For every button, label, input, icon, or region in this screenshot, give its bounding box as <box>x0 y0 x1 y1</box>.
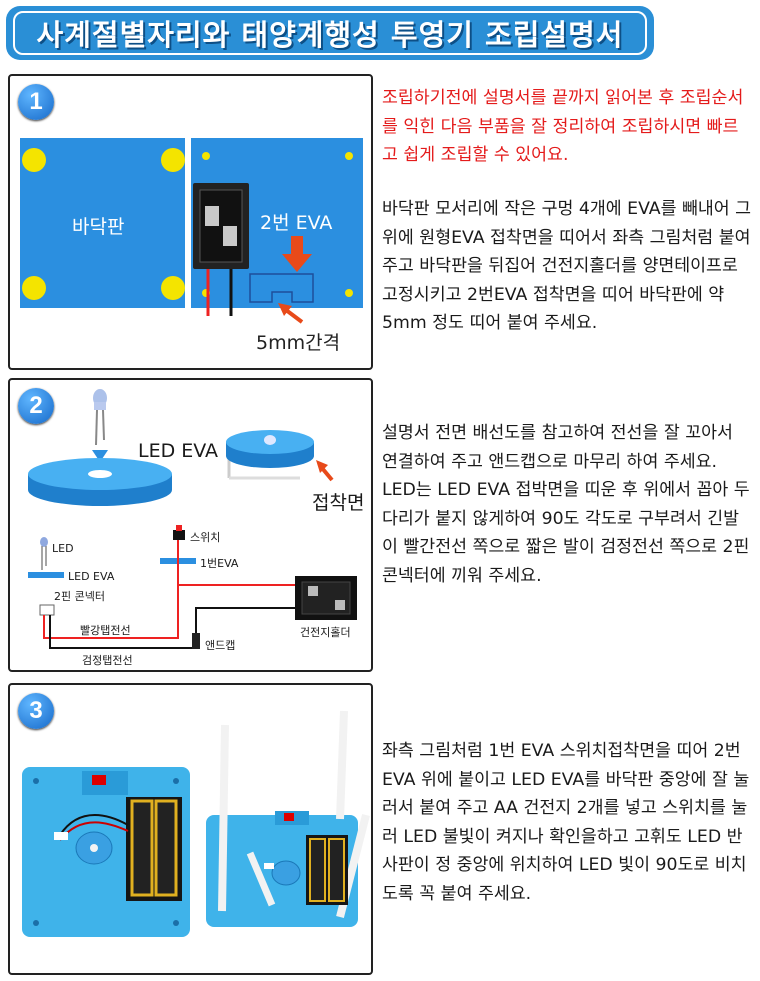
label-red-wire: 빨강탭전선 <box>80 624 131 637</box>
small-hole-tr <box>345 152 353 160</box>
base-plate <box>20 138 185 308</box>
label-switch: 스위치 <box>190 531 221 544</box>
step1-warning-text: 조립하기전에 설명서를 끝까지 읽어본 후 조립순서를 익힌 다음 부품을 잘 … <box>382 88 744 165</box>
label-end-cap: 앤드캡 <box>205 639 236 652</box>
step2-panel: 2 <box>8 378 373 672</box>
led-component <box>93 389 107 446</box>
step1-panel: 1 바닥판 2번 EVA 5mm간격 <box>8 74 373 370</box>
label-connector: 2핀 콘넥터 <box>54 590 105 603</box>
label-led: LED <box>52 542 74 555</box>
corner-sticker-tr <box>161 148 185 172</box>
step1-body-text: 바닥판 모서리에 작은 구멍 4개에 EVA를 빼내어 그위에 원형EVA 접착… <box>382 199 752 333</box>
small-hole-tl <box>202 152 210 160</box>
step2-body-text: 설명서 전면 배선도를 참고하여 전선을 잘 꼬아서 연결하여 주고 앤드캡으로… <box>382 423 750 586</box>
step3-panel: 3 <box>8 683 373 975</box>
label-black-wire: 검정탭전선 <box>82 654 133 667</box>
page-title: 사계절별자리와 태양계행성 투영기 조립설명서 <box>36 18 624 52</box>
step1-illustration <box>20 138 363 324</box>
title-banner: 사계절별자리와 태양계행성 투영기 조립설명서 <box>6 6 654 60</box>
corner-sticker-br <box>161 276 185 300</box>
corner-sticker-bl <box>22 276 46 300</box>
eva2-outline <box>249 273 314 303</box>
step3-body-text: 좌측 그림처럼 1번 EVA 스위치접착면을 띠어 2번 EVA 위에 붙이고 … <box>382 741 750 904</box>
label-eva2: 2번 EVA <box>260 212 333 234</box>
label-led-eva: LED EVA <box>68 570 115 583</box>
label-gap: 5mm간격 <box>256 332 341 354</box>
small-hole-br <box>345 289 353 297</box>
corner-sticker-tl <box>22 148 46 172</box>
title-banner-frame: 사계절별자리와 태양계행성 투영기 조립설명서 <box>13 11 647 55</box>
step2-illustration <box>28 389 357 649</box>
label-eva1: 1번EVA <box>200 557 239 570</box>
label-base-plate: 바닥판 <box>72 216 125 238</box>
label-adhesive: 접착면 <box>312 492 365 514</box>
label-led-eva-big: LED EVA <box>138 440 219 462</box>
step2-number-badge: 2 <box>18 388 54 424</box>
step1-number-badge: 1 <box>18 84 54 120</box>
step3-number-badge: 3 <box>18 693 54 729</box>
step3-illustration <box>22 710 370 937</box>
label-battery-holder: 건전지홀더 <box>300 626 351 639</box>
wiring-diagram <box>28 525 357 649</box>
